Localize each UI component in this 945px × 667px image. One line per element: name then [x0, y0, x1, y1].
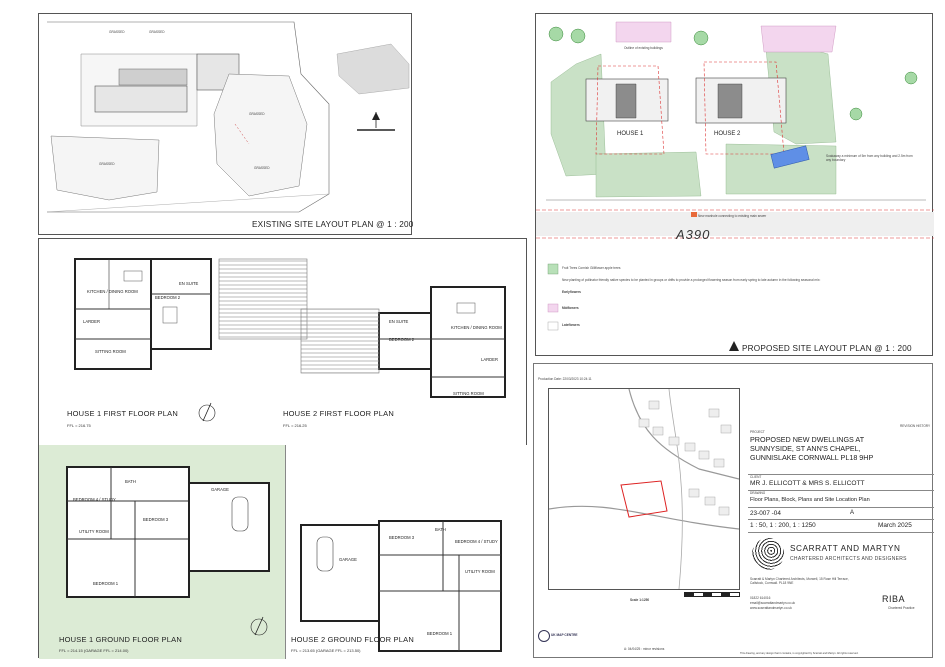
room-label: BATH — [435, 527, 446, 532]
scale-bar-label: Scale 1:1250 — [630, 598, 650, 602]
company-website: www.scarrattandmartyn.co.uk — [750, 606, 792, 610]
house2-first-floor-title: HOUSE 2 FIRST FLOOR PLAN — [283, 409, 394, 418]
uk-map-centre-label: UK MAP CENTRE — [551, 633, 578, 637]
room-label: SITTING ROOM — [95, 349, 126, 354]
room-label: BEDROOM 3 — [143, 517, 169, 522]
production-note: Production Date: 22/03/2023 10:24:11 — [538, 377, 592, 381]
house1-first-floor-ffl: FFL = 216.75 — [67, 423, 91, 428]
drawing-date: March 2025 — [878, 522, 912, 529]
grass-label: GRASSED — [249, 112, 265, 116]
riba-logo: RIBA — [882, 594, 906, 604]
company-logo-icon — [752, 538, 784, 570]
room-label: EN SUITE — [389, 319, 409, 324]
proposed-site-drawing — [536, 21, 934, 331]
legend-lateflowers: Lateflowers — [562, 323, 580, 327]
room-label: LARDER — [83, 319, 100, 324]
client-name: MR J. ELLICOTT & MRS S. ELLICOTT — [750, 480, 865, 487]
room-label: BEDROOM 2 — [389, 337, 415, 342]
location-title-panel: Production Date: 22/03/2023 10:24:11 Sca… — [533, 363, 934, 659]
room-label: BEDROOM 3 — [389, 535, 415, 540]
existing-site-drawing — [46, 21, 410, 213]
revision-note: A: 04/04/25 : minor revisions — [624, 647, 665, 651]
revision-history-label: REVISION HISTORY — [900, 424, 931, 428]
house1-ground-floor-title: HOUSE 1 GROUND FLOOR PLAN — [59, 635, 182, 644]
company-subtitle: CHARTERED ARCHITECTS AND DESIGNERS — [790, 556, 907, 562]
house2-ground-floor-ffl: FFL = 213.65 (GARAGE FFL = 213.50) — [291, 648, 361, 653]
existing-site-plan-panel: GRASSED GRASSED GRASSED GRASSED GRASSED … — [38, 13, 414, 235]
revision-letter: A — [850, 510, 855, 516]
room-label: BEDROOM 4 / STUDY — [455, 539, 498, 544]
room-label: BATH — [125, 479, 136, 484]
grass-label: GRASSED — [149, 30, 165, 34]
house1-ground-floor-ffl: FFL = 214.15 (GARAGE FFL = 214.00) — [59, 648, 129, 653]
road-label: A390 — [676, 227, 711, 242]
room-label: EN SUITE — [179, 281, 199, 286]
room-label: BEDROOM 4 / STUDY — [73, 497, 116, 502]
grass-label: GRASSED — [254, 166, 270, 170]
room-label: KITCHEN / DINING ROOM — [87, 289, 138, 294]
drawing-title: Floor Plans, Block, Plans and Site Locat… — [750, 497, 870, 503]
proposed-site-title: PROPOSED SITE LAYOUT PLAN @ 1 : 200 — [742, 344, 912, 353]
copyright-note: This drawing, and any design that it con… — [740, 652, 859, 655]
drawing-number: 23-007 -04 — [750, 510, 781, 517]
room-label: BEDROOM 2 — [155, 295, 181, 300]
drawing-scale: 1 : 50, 1 : 200, 1 : 1250 — [750, 522, 816, 529]
manhole-note: New manhole connecting to existing main … — [698, 214, 767, 218]
legend-midflowers: Midflowers — [562, 306, 579, 310]
room-label: KITCHEN / DINING ROOM — [451, 325, 502, 330]
legend-earlyflowers: Earlyflowers — [562, 290, 581, 294]
room-label: BEDROOM 1 — [93, 581, 119, 586]
project-title: PROPOSED NEW DWELLINGS AT SUNNYSIDE, ST … — [750, 435, 874, 462]
north-arrow-icon — [728, 340, 740, 352]
house2-first-floor-ffl: FFL = 216.25 — [283, 423, 307, 428]
legend-planting: New planting of pollinator friendly nati… — [562, 278, 821, 282]
house1-first-floor-title: HOUSE 1 FIRST FLOOR PLAN — [67, 409, 178, 418]
house1-label: HOUSE 1 — [617, 131, 644, 137]
grass-label: GRASSED — [109, 30, 125, 34]
scale-bar — [684, 592, 740, 597]
grass-label: GRASSED — [99, 162, 115, 166]
house2-ground-floor-title: HOUSE 2 GROUND FLOOR PLAN — [291, 635, 414, 644]
client-label: CLIENT — [750, 475, 762, 479]
riba-subtitle: Chartered Practice — [888, 606, 915, 610]
room-label: GARAGE — [339, 557, 357, 562]
room-label: SITTING ROOM — [453, 391, 484, 396]
drawing-label: DRAWING — [750, 491, 766, 495]
company-name: SCARRATT AND MARTYN — [790, 544, 901, 553]
room-label: UTILITY ROOM — [465, 569, 495, 574]
room-label: UTILITY ROOM — [79, 529, 109, 534]
title-block: REVISION HISTORY PROJECT PROPOSED NEW DW… — [740, 424, 934, 659]
north-arrow-icon — [249, 615, 269, 637]
project-label: PROJECT — [750, 430, 765, 434]
north-arrow-icon — [197, 401, 217, 423]
uk-map-centre-logo — [538, 630, 550, 642]
room-label: LARDER — [481, 357, 498, 362]
outline-note: Outline of existing buildings — [624, 46, 663, 50]
house2-label: HOUSE 2 — [714, 131, 741, 137]
floor-plans-drawing — [66, 258, 506, 652]
north-arrow-icon — [351, 110, 401, 136]
floor-plans-panel: KITCHEN / DINING ROOM BEDROOM 2 EN SUITE… — [38, 238, 529, 659]
company-address: Scarratt & Martyn Chartered Architects, … — [750, 577, 849, 586]
room-label: GARAGE — [211, 487, 229, 492]
legend-fruit-trees: Fruit Trees Cornish Gilliflower apple tr… — [562, 266, 621, 270]
company-email: email@scarrattandmartyn.co.uk — [750, 601, 796, 605]
proposed-site-plan-panel: HOUSE 1 HOUSE 2 Outline of existing buil… — [535, 13, 934, 356]
company-phone: 01822 614016 — [750, 596, 771, 600]
soakaway-note: Soakaway a minimum of 5m from any buildi… — [826, 154, 913, 162]
existing-site-title: EXISTING SITE LAYOUT PLAN @ 1 : 200 — [252, 220, 414, 229]
location-map — [548, 388, 740, 590]
room-label: BEDROOM 1 — [427, 631, 453, 636]
